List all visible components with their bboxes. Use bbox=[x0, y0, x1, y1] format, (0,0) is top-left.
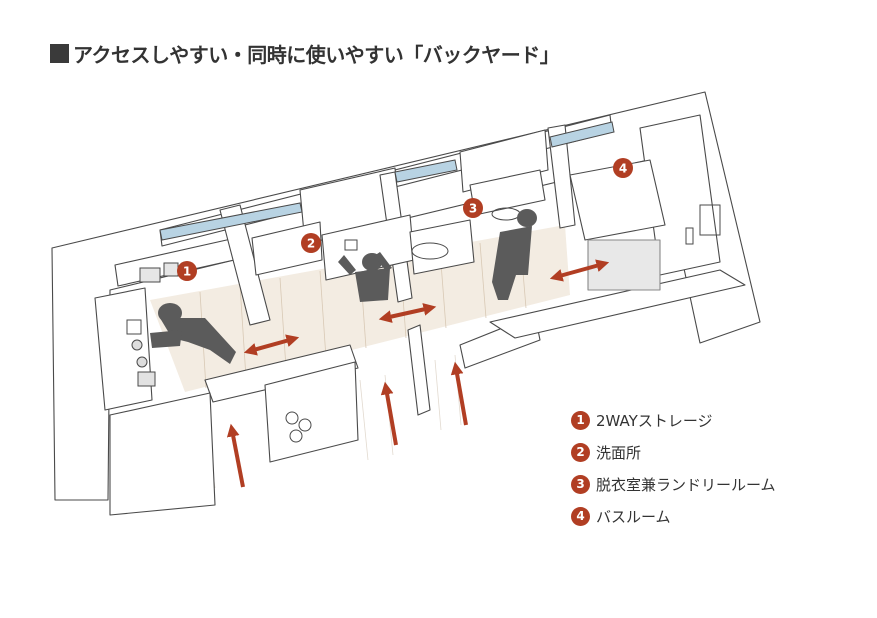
legend-number-badge: 3 bbox=[571, 474, 590, 494]
legend-item: 3 脱衣室兼ランドリールーム bbox=[571, 474, 861, 494]
legend-label: 2WAYストレージ bbox=[596, 411, 713, 430]
svg-text:1: 1 bbox=[183, 265, 191, 279]
page-title: アクセスしやすい・同時に使いやすい「バックヤード」 bbox=[73, 42, 560, 67]
legend-number-badge: 1 bbox=[571, 410, 590, 430]
svg-text:3: 3 bbox=[469, 202, 477, 216]
person-figures bbox=[150, 209, 537, 364]
movement-arrows bbox=[226, 259, 610, 488]
legend-item: 1 2WAYストレージ bbox=[571, 410, 861, 430]
badge-washroom: 2 bbox=[301, 233, 321, 253]
person-storage bbox=[150, 303, 236, 364]
person-washroom bbox=[338, 252, 392, 302]
title-bullet-icon bbox=[50, 43, 69, 63]
legend-label: 脱衣室兼ランドリールーム bbox=[596, 475, 776, 494]
legend-number-badge: 4 bbox=[571, 506, 590, 526]
svg-text:2: 2 bbox=[307, 237, 315, 251]
legend-label: 洗面所 bbox=[596, 443, 642, 462]
legend-item: 4 バスルーム bbox=[571, 506, 861, 526]
person-laundry bbox=[492, 209, 537, 300]
legend-label: バスルーム bbox=[596, 507, 671, 526]
fixture-details bbox=[126, 204, 721, 443]
badge-bathroom: 4 bbox=[613, 158, 633, 178]
legend: 1 2WAYストレージ 2 洗面所 3 脱衣室兼ランドリールーム 4 バスルーム bbox=[571, 410, 861, 538]
windows bbox=[159, 121, 615, 241]
badge-laundry: 3 bbox=[463, 198, 483, 218]
badge-storage: 1 bbox=[177, 261, 197, 281]
title-bar: アクセスしやすい・同時に使いやすい「バックヤード」 bbox=[50, 40, 560, 67]
legend-item: 2 洗面所 bbox=[571, 442, 861, 462]
svg-text:4: 4 bbox=[619, 162, 627, 176]
legend-number-badge: 2 bbox=[571, 442, 590, 462]
